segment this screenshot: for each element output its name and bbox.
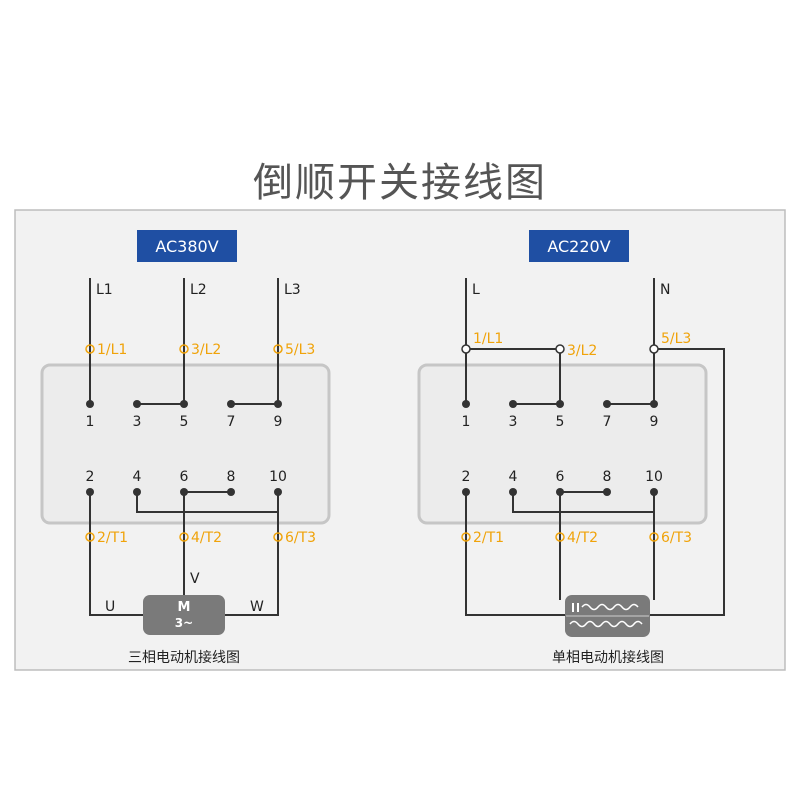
left-terminal-label-7: 7 (227, 414, 236, 430)
right-terminal-6 (556, 488, 564, 496)
right-caption: 单相电动机接线图 (552, 649, 664, 666)
left-terminal-8 (227, 488, 235, 496)
left-terminal-label-4: 4 (133, 469, 142, 485)
left-caption: 三相电动机接线图 (128, 649, 240, 666)
right-terminal-label-4: 4 (509, 469, 518, 485)
left-voltage-badge (137, 230, 237, 262)
right-terminal-label-1: 1 (462, 414, 471, 430)
left-phase-v: V (190, 571, 200, 587)
left-terminal-9 (274, 400, 282, 408)
left-top-label-1: 1/L1 (97, 342, 127, 358)
right-bottom-label-marker-1 (461, 532, 471, 542)
right-terminal-5 (556, 400, 564, 408)
left-terminal-label-1: 1 (86, 414, 95, 430)
left-bottom-label-3: 6/T3 (285, 530, 316, 546)
right-terminal-label-8: 8 (603, 469, 612, 485)
right-terminal-label-5: 5 (556, 414, 565, 430)
left-bottom-label-marker-3 (273, 532, 283, 542)
left-terminal-label-8: 8 (227, 469, 236, 485)
right-terminal-1 (462, 400, 470, 408)
right-voltage-label: AC220V (547, 237, 610, 256)
left-phase-u: U (105, 599, 115, 615)
left-terminal-label-2: 2 (86, 469, 95, 485)
right-input-l: L (472, 282, 480, 298)
right-terminal-label-2: 2 (462, 469, 471, 485)
left-input-l1: L1 (96, 282, 113, 298)
right-bottom-label-2: 4/T2 (567, 530, 598, 546)
left-bottom-label-2: 4/T2 (191, 530, 222, 546)
right-top-node-1 (461, 344, 471, 354)
left-terminal-1 (86, 400, 94, 408)
left-input-l3: L3 (284, 282, 301, 298)
left-bottom-label-marker-1 (85, 532, 95, 542)
left-terminal-6 (180, 488, 188, 496)
left-terminal-label-10: 10 (269, 469, 287, 485)
right-top-label-1: 1/L1 (473, 331, 503, 347)
right-terminal-label-3: 3 (509, 414, 518, 430)
left-terminal-label-5: 5 (180, 414, 189, 430)
right-bottom-label-1: 2/T1 (473, 530, 504, 546)
right-top-label-2: 3/L2 (567, 343, 597, 359)
right-terminal-label-7: 7 (603, 414, 612, 430)
left-terminal-10 (274, 488, 282, 496)
right-top-label-3: 5/L3 (661, 331, 691, 347)
right-terminal-label-10: 10 (645, 469, 663, 485)
left-top-label-3: 5/L3 (285, 342, 315, 358)
right-terminal-4 (509, 488, 517, 496)
left-terminal-5 (180, 400, 188, 408)
right-diagram: AC220V L N 1/L1 3/L2 5/L3 1 3 5 7 9 2 4 … (417, 230, 725, 666)
right-bottom-label-marker-3 (649, 532, 659, 542)
right-input-n: N (660, 282, 670, 298)
right-terminal-label-6: 6 (556, 469, 565, 485)
page-title: 倒顺开关接线图 (253, 160, 547, 206)
right-terminal-label-9: 9 (650, 414, 659, 430)
left-terminal-label-3: 3 (133, 414, 142, 430)
left-terminal-4 (133, 488, 141, 496)
right-terminal-7 (603, 400, 611, 408)
left-phase-w: W (250, 599, 264, 615)
three-phase-motor (143, 595, 225, 635)
single-phase-motor (565, 595, 650, 637)
right-terminal-2 (462, 488, 470, 496)
left-terminal-2 (86, 488, 94, 496)
right-top-node-3 (649, 344, 659, 354)
right-bottom-label-marker-2 (555, 532, 565, 542)
motor-symbol-m: M (178, 600, 191, 615)
right-terminal-10 (650, 488, 658, 496)
left-terminal-label-6: 6 (180, 469, 189, 485)
left-terminal-3 (133, 400, 141, 408)
motor-symbol-3phase: 3~ (175, 616, 193, 630)
right-top-node-2 (555, 344, 565, 354)
left-top-label-marker-1 (85, 344, 95, 354)
right-terminal-9 (650, 400, 658, 408)
right-bottom-label-3: 6/T3 (661, 530, 692, 546)
left-bottom-label-1: 2/T1 (97, 530, 128, 546)
left-bottom-label-marker-2 (179, 532, 189, 542)
left-top-label-marker-3 (273, 344, 283, 354)
right-switch-body (417, 363, 708, 525)
left-switch-body (40, 363, 331, 525)
left-terminal-label-9: 9 (274, 414, 283, 430)
right-terminal-8 (603, 488, 611, 496)
left-top-label-2: 3/L2 (191, 342, 221, 358)
right-voltage-badge (529, 230, 629, 262)
right-terminal-3 (509, 400, 517, 408)
left-voltage-label: AC380V (155, 237, 218, 256)
left-terminal-7 (227, 400, 235, 408)
left-top-label-marker-2 (179, 344, 189, 354)
left-diagram: AC380V L1 L2 L3 1/L1 3/L2 5/L3 1 3 5 7 9… (40, 230, 331, 666)
left-input-l2: L2 (190, 282, 207, 298)
